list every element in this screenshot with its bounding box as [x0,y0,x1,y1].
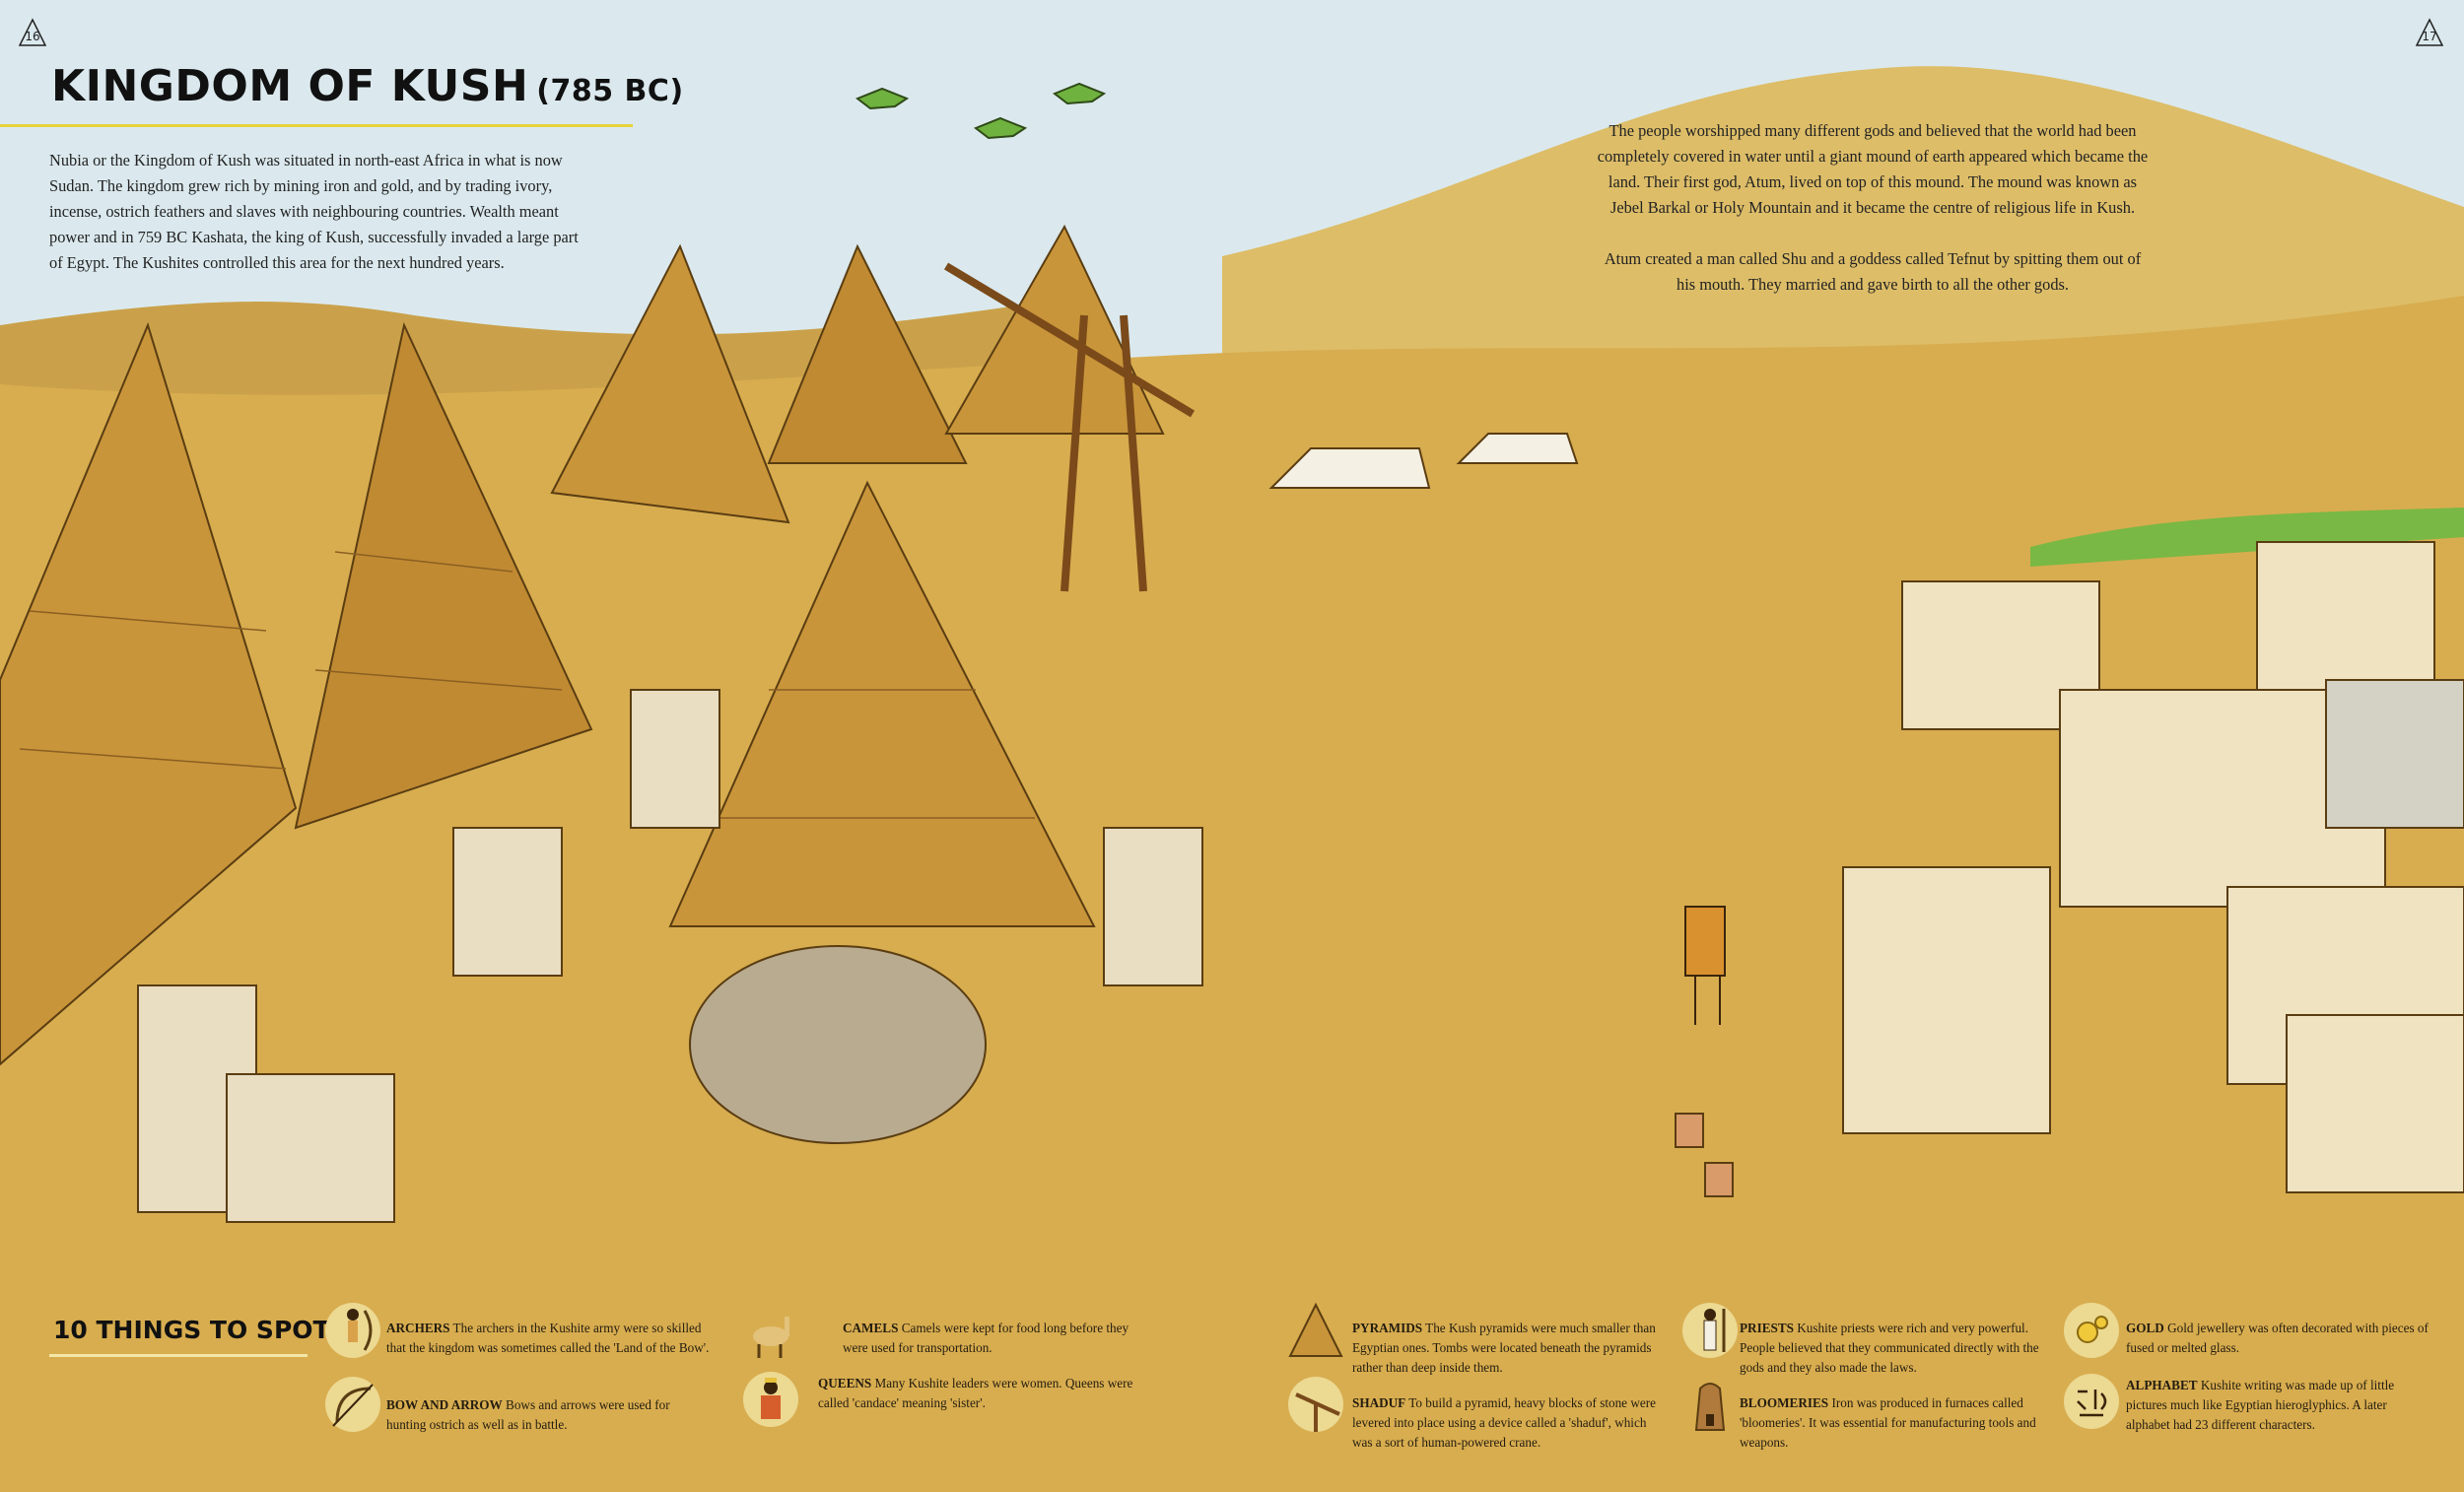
spot-item-gold: GOLD Gold jewellery was often decorated … [2126,1319,2431,1358]
pyramid-back [550,243,790,524]
spot-item-label: PRIESTS [1740,1321,1794,1335]
archer-icon [325,1303,380,1358]
queen-icon [743,1372,798,1427]
pyramid-back-right [767,243,968,464]
spot-item-camels: CAMELS Camels were kept for food long be… [843,1319,1143,1358]
alphabet-icon [2064,1374,2119,1429]
spot-item-priests: PRIESTS Kushite priests were rich and ve… [1740,1319,2045,1378]
spot-item-text: Iron was produced in furnaces called 'bl… [1740,1395,2036,1450]
shaduf-icon [1288,1377,1343,1432]
intro-paragraph: Nubia or the Kingdom of Kush was situate… [49,151,579,272]
pyramid-large-left [0,322,298,1066]
page-title: KINGDOM OF KUSH(785 BC) [51,61,684,111]
birds [855,82,1107,140]
pylon-gate [226,1073,395,1223]
spot-item-label: PYRAMIDS [1352,1321,1423,1335]
spot-item-label: CAMELS [843,1321,899,1335]
page-number-right: 17 [2415,18,2444,47]
spot-item-text: Gold jewellery was often decorated with … [2126,1321,2429,1355]
spot-item-label: QUEENS [818,1376,872,1390]
spot-item-text: To build a pyramid, heavy blocks of ston… [1352,1395,1656,1450]
bow-and-arrow-icon [325,1377,380,1432]
spot-item-pyramids: PYRAMIDS The Kush pyramids were much sma… [1352,1319,1663,1378]
pyramid-mid [294,321,593,830]
spot-item-text: The Kush pyramids were much smaller than… [1352,1321,1656,1375]
pylon [452,827,563,977]
spot-item-text: Bows and arrows were used for hunting os… [386,1397,670,1432]
spot-item-shaduf: SHADUF To build a pyramid, heavy blocks … [1352,1393,1663,1453]
priest-icon [1682,1303,1738,1358]
market-tents [1268,433,1579,489]
house [2286,1014,2464,1193]
spot-item-label: BOW AND ARROW [386,1397,503,1412]
bird [973,116,1028,140]
spot-item-text: Many Kushite leaders were women. Queens … [818,1376,1133,1410]
spot-item-text: Kushite writing was made up of little pi… [2126,1378,2395,1432]
title-underline [0,124,633,127]
shaduf-crane [943,262,1196,592]
spot-item-bow-and-arrow: BOW AND ARROW Bows and arrows were used … [386,1395,712,1435]
page-number-right-text: 17 [2422,30,2437,43]
belief-text-block: The people worshipped many different god… [1597,118,2149,323]
page-title-main: KINGDOM OF KUSH [51,61,529,111]
burial-tomb [689,945,987,1144]
house [1842,866,2051,1134]
pyramids [0,224,1165,1066]
things-to-spot-underline [49,1354,308,1357]
spot-item-label: ARCHERS [386,1321,450,1335]
gold-icon [2064,1303,2119,1358]
spot-item-text: Camels were kept for food long before th… [843,1321,1129,1355]
spot-item-label: GOLD [2126,1321,2164,1335]
spot-item-alphabet: ALPHABET Kushite writing was made up of … [2126,1376,2431,1435]
spot-item-text: Kushite priests were rich and very power… [1740,1321,2039,1375]
spot-item-queens: QUEENS Many Kushite leaders were women. … [818,1374,1153,1413]
spot-item-label: SHADUF [1352,1395,1406,1410]
pyramid-front [668,480,1096,927]
bloomery-icon [1694,1383,1726,1431]
bird [1052,82,1107,105]
spot-item-text: The archers in the Kushite army were so … [386,1321,710,1355]
temple-pylons [137,689,1203,1223]
pyramid-icon [1288,1302,1343,1357]
spot-item-archers: ARCHERS The archers in the Kushite army … [386,1319,712,1358]
spot-item-label: BLOOMERIES [1740,1395,1829,1410]
page-title-sub: (785 BC) [536,74,684,108]
pylon [1103,827,1203,986]
title-block: KINGDOM OF KUSH(785 BC) [51,61,684,111]
sand-ground [0,296,2464,1492]
belief-paragraph: Atum created a man called Shu and a godd… [1604,249,2142,294]
giraffe [1684,906,1726,1025]
mud-brick-town [1842,541,2464,1193]
page-number-left-text: 16 [25,30,40,43]
page-number-left: 16 [18,18,47,47]
camel-icon [753,1317,789,1358]
signposts [1675,1113,1734,1197]
green-field [2030,508,2464,567]
spot-item-label: ALPHABET [2126,1378,2198,1392]
pylon [630,689,720,829]
spot-item-bloomeries: BLOOMERIES Iron was produced in furnaces… [1740,1393,2045,1453]
belief-paragraph: The people worshipped many different god… [1597,121,2149,217]
things-to-spot-heading: 10 THINGS TO SPOT [53,1316,330,1344]
bird [855,87,910,110]
